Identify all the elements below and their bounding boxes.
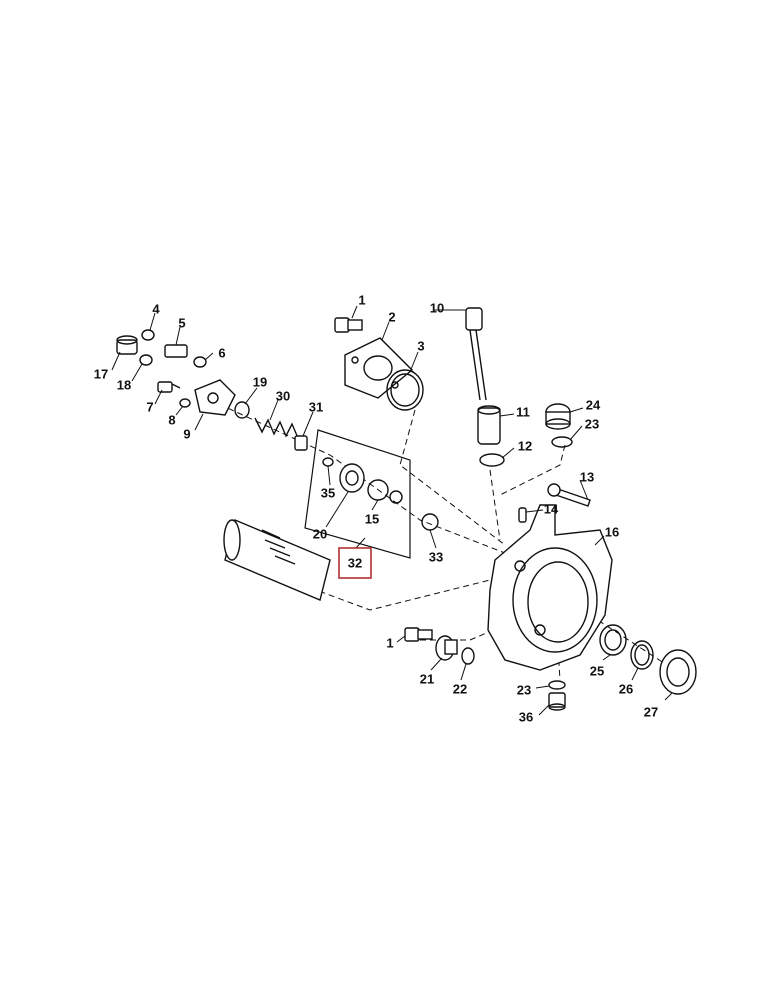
- callout-12: 12: [518, 438, 532, 453]
- part-washer-23-top: [551, 436, 573, 448]
- part-bolt-7: [157, 381, 181, 393]
- part-plug-24: [545, 403, 571, 430]
- part-washer-23-bottom: [548, 680, 566, 690]
- seal-kit-box: [304, 429, 411, 559]
- callout-26: 26: [619, 681, 633, 696]
- part-washer-6: [193, 356, 207, 368]
- callout-24: 24: [586, 397, 601, 412]
- part-ring-26: [630, 640, 654, 670]
- part-washer-18: [139, 354, 153, 366]
- callout-21: 21: [420, 671, 434, 686]
- callout-31: 31: [309, 399, 323, 414]
- callout-10: 10: [430, 300, 444, 315]
- callout-14: 14: [544, 501, 559, 516]
- part-spring-30: [254, 417, 299, 439]
- callout-3: 3: [417, 338, 424, 353]
- callout-23-top: 23: [585, 416, 599, 431]
- callout-5: 5: [178, 315, 185, 330]
- callout-18: 18: [117, 377, 131, 392]
- highlight-box-32: [338, 547, 372, 579]
- part-bolt-13: [547, 483, 591, 507]
- callout-22: 22: [453, 681, 467, 696]
- part-washer-22: [461, 647, 475, 665]
- part-oring-3: [386, 369, 424, 411]
- part-washer-35: [322, 457, 334, 467]
- callout-33: 33: [429, 549, 443, 564]
- part-pin-14: [518, 507, 527, 523]
- part-shaft: [223, 519, 331, 601]
- part-bolt-1-top: [334, 317, 363, 333]
- callout-9: 9: [183, 426, 190, 441]
- part-bolt-31: [294, 435, 308, 451]
- callout-17: 17: [94, 366, 108, 381]
- callout-8: 8: [168, 412, 175, 427]
- callout-27: 27: [644, 704, 658, 719]
- callout-23-bottom: 23: [517, 682, 531, 697]
- part-fitting-11: [477, 405, 501, 445]
- part-oring-12: [479, 453, 505, 467]
- callout-32: 32: [348, 555, 362, 570]
- callout-4: 4: [152, 301, 160, 316]
- part-washer-4: [141, 329, 155, 341]
- callout-15: 15: [365, 511, 379, 526]
- part-bearing-27: [659, 649, 697, 695]
- part-washer-15b: [389, 490, 403, 504]
- callout-11: 11: [516, 404, 530, 419]
- callout-7: 7: [146, 399, 153, 414]
- part-plug-36: [548, 692, 566, 711]
- callout-36: 36: [519, 709, 533, 724]
- part-plug-17: [116, 335, 138, 355]
- part-bolt-1-lower: [404, 627, 433, 642]
- callout-13: 13: [580, 469, 594, 484]
- part-fitting-5: [164, 344, 188, 358]
- callout-2: 2: [388, 309, 395, 324]
- callout-35: 35: [321, 485, 335, 500]
- callout-1-lower: 1: [386, 635, 393, 650]
- part-ring-33: [421, 513, 439, 531]
- callout-6: 6: [218, 345, 225, 360]
- callout-labels: 1 2 3 4 5 6 7 8 9 10 11 12 13 14 15 16 1…: [94, 292, 658, 724]
- callout-20: 20: [313, 526, 327, 541]
- callout-19: 19: [253, 374, 267, 389]
- part-dipstick-10: [465, 307, 487, 401]
- part-piston-20: [339, 463, 365, 493]
- part-seal-25: [599, 624, 627, 656]
- leader-lines: [111, 305, 673, 716]
- callout-16: 16: [605, 524, 619, 539]
- part-cover-plate-2: [344, 337, 414, 399]
- part-flange-9: [194, 379, 236, 416]
- callout-1-top: 1: [358, 292, 365, 307]
- part-ring-19: [234, 401, 250, 419]
- part-housing-16: [487, 504, 613, 671]
- part-fitting-21: [435, 635, 458, 661]
- part-washer-8: [179, 398, 191, 408]
- callout-25: 25: [590, 663, 604, 678]
- callout-30: 30: [276, 388, 290, 403]
